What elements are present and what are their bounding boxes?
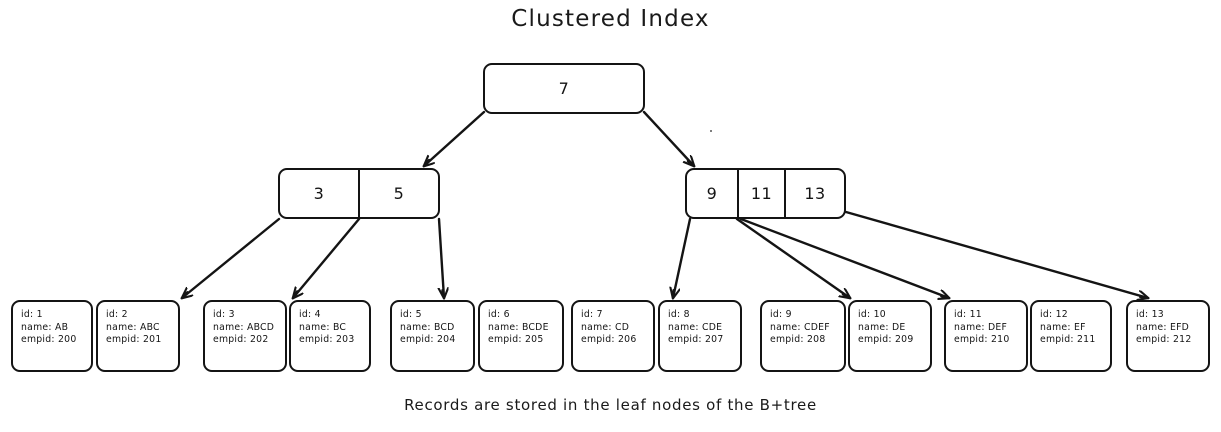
root-key-cell: 7 xyxy=(558,79,570,98)
right-internal-key-0: 9 xyxy=(706,184,718,203)
leaf-node[interactable]: id: 2 name: ABC empid: 201 xyxy=(96,300,180,372)
edge-right-internal-to-leaf-11 xyxy=(739,217,949,298)
leaf-name-label: name: CDEF xyxy=(770,321,830,333)
leaf-empid-label: empid: 201 xyxy=(106,334,162,346)
leaf-name-label: name: EFD xyxy=(1136,321,1190,333)
edge-right-internal-to-leaf-13 xyxy=(844,210,1148,298)
leaf-empid-label: empid: 207 xyxy=(668,334,724,346)
leaf-id-label: id: 11 xyxy=(954,309,982,320)
leaf-empid-label: empid: 212 xyxy=(1136,334,1192,346)
leaf-empid-label: empid: 204 xyxy=(400,334,456,346)
edge-left-internal-to-leaf-5 xyxy=(439,217,444,298)
leaf-empid-label: empid: 208 xyxy=(770,334,826,346)
leaf-id-label: id: 5 xyxy=(400,309,422,320)
stray-dot-mark xyxy=(710,130,712,132)
leaf-name-label: name: ABCD xyxy=(213,321,275,333)
leaf-id-label: id: 4 xyxy=(299,309,321,320)
left-internal-key-0: 3 xyxy=(313,184,325,203)
leaf-name-label: name: CD xyxy=(581,321,630,333)
leaf-id-label: id: 7 xyxy=(581,309,603,320)
leaf-name-label: name: BCD xyxy=(400,321,455,333)
left-internal-node[interactable]: 3 5 xyxy=(278,168,440,219)
leaf-empid-label: empid: 202 xyxy=(213,334,269,346)
left-internal-key-1: 5 xyxy=(358,170,438,217)
leaf-node[interactable]: id: 12 name: EF empid: 211 xyxy=(1030,300,1112,372)
leaf-node[interactable]: id: 4 name: BC empid: 203 xyxy=(289,300,371,372)
leaf-id-label: id: 10 xyxy=(858,309,886,320)
leaf-node[interactable]: id: 5 name: BCD empid: 204 xyxy=(390,300,475,372)
leaf-id-label: id: 12 xyxy=(1040,309,1068,320)
edge-right-internal-to-leaf-8 xyxy=(673,217,692,298)
leaf-empid-label: empid: 211 xyxy=(1040,334,1096,346)
leaf-node[interactable]: id: 8 name: CDE empid: 207 xyxy=(658,300,742,372)
leaf-empid-label: empid: 209 xyxy=(858,334,914,346)
edge-left-internal-to-leaf-4 xyxy=(293,217,361,298)
edge-left-internal-to-leaf-2 xyxy=(182,217,281,298)
leaf-name-label: name: DEF xyxy=(954,321,1008,333)
leaf-empid-label: empid: 206 xyxy=(581,334,637,346)
leaf-id-label: id: 13 xyxy=(1136,309,1164,320)
leaf-name-label: name: EF xyxy=(1040,321,1086,333)
page-title: Clustered Index xyxy=(511,6,710,32)
root-node[interactable]: 7 xyxy=(483,63,645,114)
edge-root-to-left-internal xyxy=(424,110,486,166)
leaf-id-label: id: 9 xyxy=(770,309,792,320)
leaf-name-label: name: BC xyxy=(299,321,347,333)
leaf-node[interactable]: id: 3 name: ABCD empid: 202 xyxy=(203,300,287,372)
right-internal-key-2: 13 xyxy=(784,170,844,217)
leaf-id-label: id: 1 xyxy=(21,309,43,320)
leaf-id-label: id: 8 xyxy=(668,309,690,320)
leaf-node[interactable]: id: 11 name: DEF empid: 210 xyxy=(944,300,1028,372)
leaf-node[interactable]: id: 1 name: AB empid: 200 xyxy=(11,300,93,372)
right-internal-key-1: 11 xyxy=(737,170,784,217)
leaf-node[interactable]: id: 6 name: BCDE empid: 205 xyxy=(478,300,564,372)
leaf-id-label: id: 2 xyxy=(106,309,128,320)
edge-root-to-right-internal xyxy=(642,110,694,166)
leaf-name-label: name: CDE xyxy=(668,321,723,333)
leaf-empid-label: empid: 200 xyxy=(21,334,77,346)
diagram-caption: Records are stored in the leaf nodes of … xyxy=(404,396,817,414)
leaf-node[interactable]: id: 13 name: EFD empid: 212 xyxy=(1126,300,1210,372)
leaf-id-label: id: 6 xyxy=(488,309,510,320)
edge-right-internal-to-leaf-10 xyxy=(735,217,850,298)
leaf-name-label: name: BCDE xyxy=(488,321,549,333)
leaf-empid-label: empid: 203 xyxy=(299,334,355,346)
leaf-node[interactable]: id: 7 name: CD empid: 206 xyxy=(571,300,655,372)
leaf-name-label: name: DE xyxy=(858,321,906,333)
leaf-node[interactable]: id: 10 name: DE empid: 209 xyxy=(848,300,932,372)
right-internal-node[interactable]: 9 11 13 xyxy=(685,168,846,219)
leaf-node[interactable]: id: 9 name: CDEF empid: 208 xyxy=(760,300,846,372)
leaf-name-label: name: ABC xyxy=(106,321,160,333)
leaf-name-label: name: AB xyxy=(21,321,69,333)
leaf-id-label: id: 3 xyxy=(213,309,235,320)
leaf-empid-label: empid: 210 xyxy=(954,334,1010,346)
leaf-empid-label: empid: 205 xyxy=(488,334,544,346)
